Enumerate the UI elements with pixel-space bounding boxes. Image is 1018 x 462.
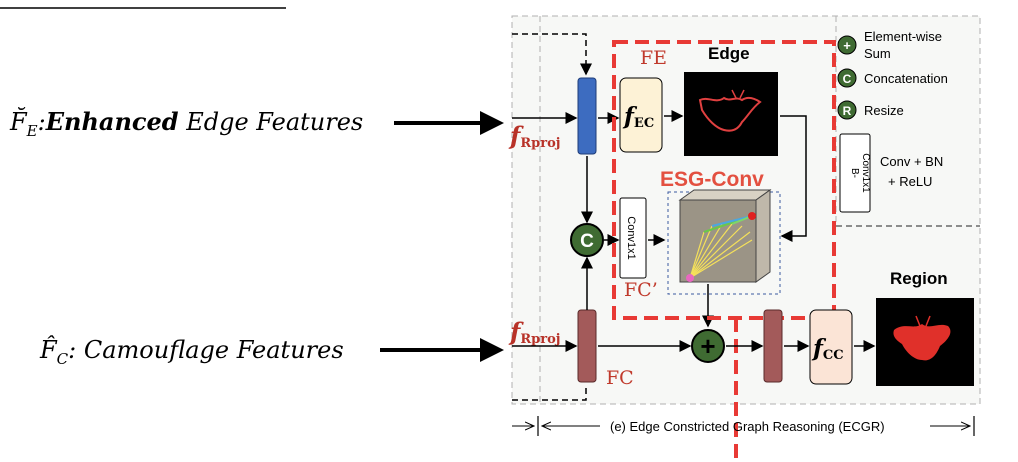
fe-label: FE [640,47,667,69]
edge-map-image [684,72,778,156]
legend-sum-label-2: Sum [864,46,891,61]
graph-center-node [748,212,756,220]
legend-sum-icon [837,35,857,55]
skip-line-bottom [512,384,587,401]
sum-symbol: + [700,331,715,361]
legend-bconv-desc-1: Conv + BN [880,154,943,169]
f-cc-block [809,309,853,385]
conv1x1-block [619,197,647,279]
edge-title: Edge [708,44,750,63]
figure-caption: (e) Edge Constricted Graph Reasoning (EC… [610,419,885,434]
legend-concat-symbol: C [843,72,852,86]
camouflage-projection-block [577,309,597,383]
legend-bconv-line1: B- [849,168,860,178]
camouflage-feature-label: F̂C: Camouflage Features [39,336,344,368]
esg-conv-label: ESG-Conv [660,168,764,191]
concatenation-node [570,223,604,257]
region-projection-block [763,309,783,383]
element-wise-sum-node [691,329,725,363]
legend-bconv-desc-2: + ReLU [888,174,932,189]
legend: + Element-wise Sum C Concatenation R Res… [837,29,948,213]
esg-block-top [678,189,772,201]
skip-line-top [512,33,592,76]
legend-bconv-line2: Conv1x1 [860,153,871,193]
fc-label: FC [606,367,634,389]
edge-projection-block [577,77,597,155]
edge-guide-line [780,115,807,242]
legend-concat-label: Concatenation [864,71,948,86]
fc-prime-label: FC’ [624,279,658,301]
edge-feature-label: F̆E:Enhanced Edge Features [9,107,363,140]
graph-edges [689,215,753,279]
fe-red-dashed-box [612,40,836,320]
conv1x1-label: Conv1x1 [625,216,637,259]
region-antenna [915,315,921,327]
legend-concat-icon [837,68,857,88]
region-butterfly-fill [893,324,951,361]
esg-block-side [755,189,771,283]
f-ec-block [619,77,663,153]
edge-butterfly-outline [698,96,762,132]
f-rproj-bottom-label: fRproj [508,317,560,347]
region-title: Region [890,269,948,288]
legend-sum-symbol: + [843,38,851,53]
legend-resize-label: Resize [864,103,904,118]
esg-block-front [679,199,757,283]
legend-resize-symbol: R [843,104,852,118]
legend-resize-icon [837,100,857,120]
legend-bconv-box [839,133,871,213]
region-antenna-2 [925,315,931,327]
legend-sum-label-1: Element-wise [864,29,942,44]
f-rproj-top-label: fRproj [508,121,560,151]
concatenation-symbol: C [580,231,594,252]
graph-pink-node [686,274,694,282]
edge-antenna [731,89,737,99]
edge-antenna-2 [739,89,745,99]
